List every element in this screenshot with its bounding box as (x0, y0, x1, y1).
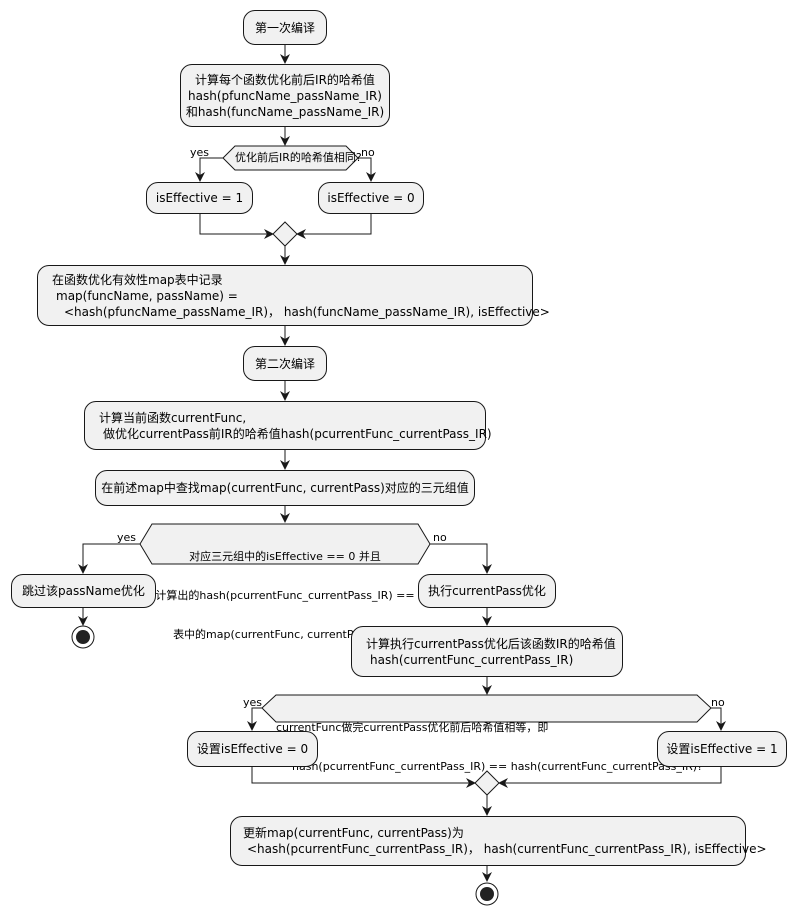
calc-current-line-2: 做优化currentPass前IR的哈希值hash(pcurrentFunc_c… (103, 426, 492, 441)
decision3-text: currentFunc做完currentPass优化前后哈希值相等，即 hash… (276, 695, 703, 786)
exec-current-pass-label: 执行currentPass优化 (428, 584, 546, 598)
decision1-yes-label: yes (190, 146, 210, 159)
node-record-map: 在函数优化有效性map表中记录 map(funcName, passName) … (37, 265, 550, 326)
edge-seteff0-merge (251, 767, 476, 788)
node-second-compile: 第二次编译 (243, 346, 327, 381)
node-first-compile: 第一次编译 (243, 10, 327, 45)
is-effective-1-label: isEffective = 1 (155, 191, 244, 205)
decision3-yes-label: yes (243, 696, 263, 709)
node-calc-hash-before-after: 计算每个函数优化前后IR的哈希值 hash(pfuncName_passName… (180, 64, 390, 127)
end-node-final (475, 882, 499, 906)
decision1-shape (222, 145, 359, 171)
is-effective-0-label: isEffective = 0 (327, 191, 415, 205)
node-calc-current-hash: 计算当前函数currentFunc, 做优化currentPass前IR的哈希值… (84, 401, 492, 450)
calc-after-line-2: hash(currentFunc_currentPass_IR) (370, 652, 574, 667)
set-effective-0-label: 设置isEffective = 0 (196, 742, 309, 756)
decision2-no-label: no (433, 531, 447, 544)
decision2-line-1: 对应三元组中的isEffective == 0 并且 (189, 550, 381, 563)
edge-decision1-no (358, 157, 376, 182)
node-lookup-map: 在前述map中查找map(currentFunc, currentPass)对应… (95, 470, 475, 506)
skip-pass-label: 跳过该passName优化 (22, 584, 145, 598)
decision3-line-1: currentFunc做完currentPass优化前后哈希值相等，即 (276, 721, 549, 734)
edge-decision1-yes (195, 157, 223, 182)
node-calc-after-hash: 计算执行currentPass优化后该函数IR的哈希值 hash(current… (351, 626, 623, 677)
edge-seteff1-merge (498, 767, 722, 788)
merge2-diamond (474, 770, 500, 796)
decision3-no-label: no (711, 696, 725, 709)
node-first-compile-label: 第一次编译 (254, 20, 315, 35)
node-exec-current-pass: 执行currentPass优化 (418, 574, 556, 608)
record-line-3: <hash(pfuncName_passName_IR)， hash(funcN… (64, 304, 550, 319)
decision3-line-2: hash(pcurrentFunc_currentPass_IR) == has… (292, 760, 703, 773)
decision3-shape (261, 694, 712, 723)
calc-hash-line-1: 计算每个函数优化前后IR的哈希值 (195, 72, 375, 87)
node-set-effective-1: 设置isEffective = 1 (657, 731, 787, 767)
calc-current-line-1: 计算当前函数currentFunc, (99, 410, 247, 425)
update-line-1: 更新map(currentFunc, currentPass)为 (243, 826, 464, 840)
decision1-no-label: no (361, 146, 375, 159)
decision2-shape (139, 523, 431, 565)
record-line-1: 在函数优化有效性map表中记录 (52, 272, 223, 287)
node-update-map: 更新map(currentFunc, currentPass)为 <hash(p… (230, 816, 767, 866)
edge-eff0-merge (296, 214, 372, 239)
edge-eff1-merge (199, 214, 274, 239)
record-line-2: map(funcName, passName) = (56, 288, 238, 303)
decision1-text: 优化前后IR的哈希值相同? (235, 151, 362, 164)
merge1-diamond (272, 221, 298, 247)
calc-hash-line-3: 和hash(funcName_passName_IR) (185, 104, 385, 119)
lookup-map-label: 在前述map中查找map(currentFunc, currentPass)对应… (101, 481, 469, 495)
update-line-2: <hash(pcurrentFunc_currentPass_IR)， hash… (247, 842, 767, 856)
node-is-effective-1: isEffective = 1 (146, 182, 253, 214)
decision2-line-2: 计算出的hash(pcurrentFunc_currentPass_IR) == (155, 589, 415, 602)
node-skip-pass: 跳过该passName优化 (11, 574, 156, 608)
node-is-effective-0: isEffective = 0 (318, 182, 424, 214)
set-effective-1-label: 设置isEffective = 1 (666, 742, 778, 756)
edge-decision3-no (711, 707, 726, 731)
calc-hash-line-2: hash(pfuncName_passName_IR) (188, 88, 382, 103)
edge-decision2-no (430, 543, 492, 574)
edge-decision3-yes (247, 707, 262, 731)
node-set-effective-0: 设置isEffective = 0 (187, 731, 318, 767)
calc-after-line-1: 计算执行currentPass优化后该函数IR的哈希值 (366, 636, 616, 651)
end-node-skip (71, 625, 95, 649)
node-second-compile-label: 第二次编译 (254, 356, 315, 371)
decision2-text: 对应三元组中的isEffective == 0 并且 计算出的hash(pcur… (152, 524, 418, 654)
edge-decision2-yes (78, 543, 140, 574)
decision2-yes-label: yes (117, 531, 137, 544)
